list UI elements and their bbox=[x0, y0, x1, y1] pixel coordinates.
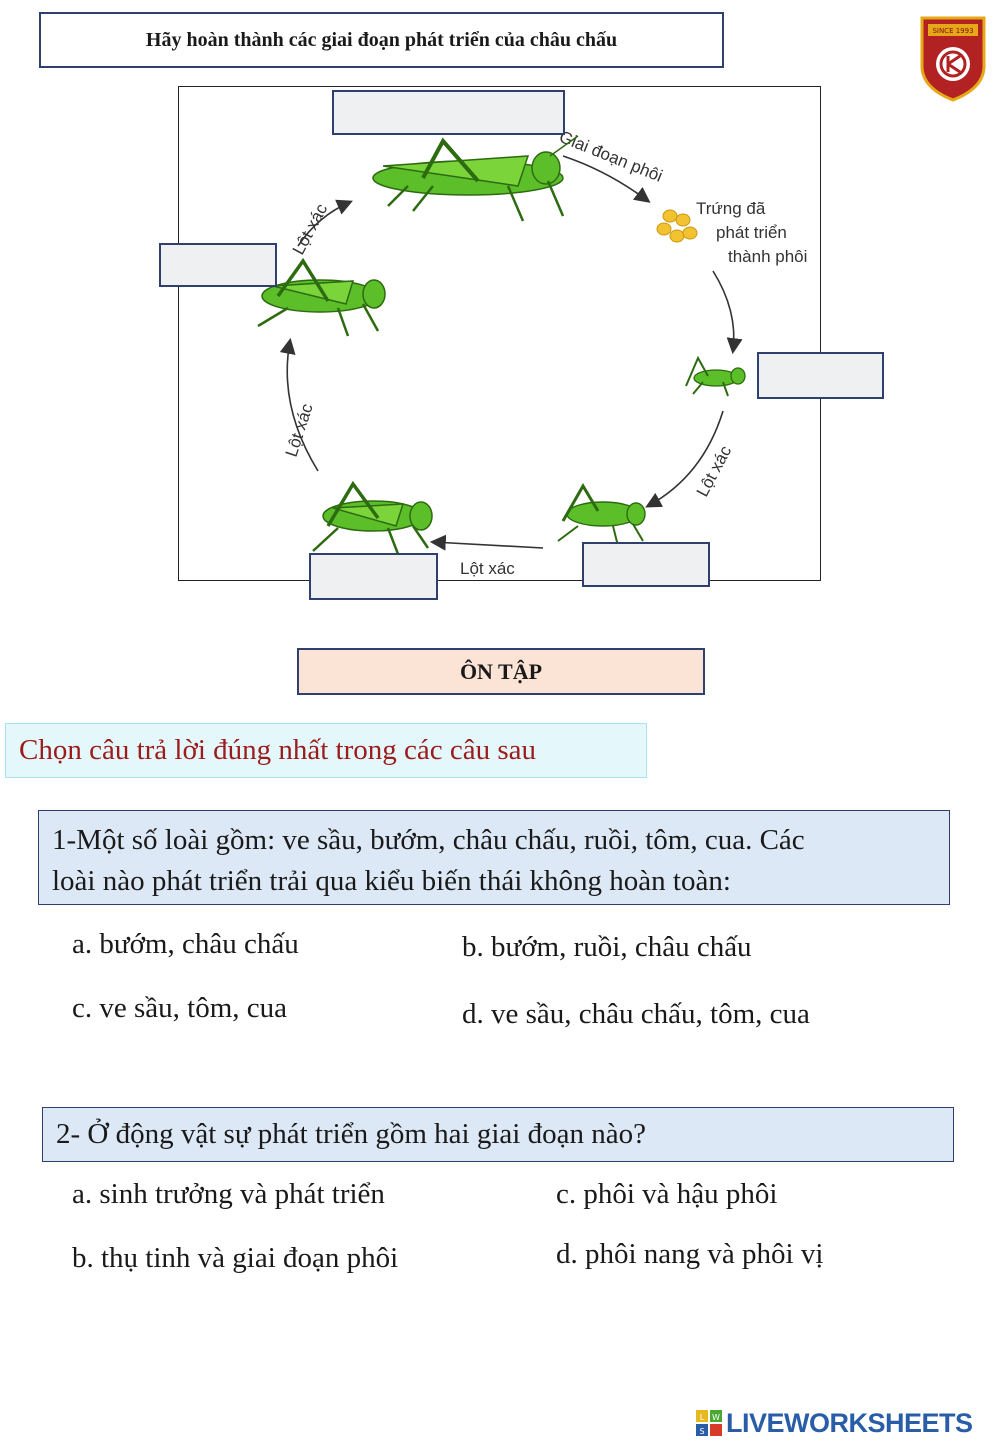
q1-option-c[interactable]: c. ve sầu, tôm, cua bbox=[72, 992, 288, 1024]
school-logo: SINCE 1993 bbox=[920, 16, 986, 102]
question-1-line2: loài nào phát triển trải qua kiểu biến t… bbox=[52, 865, 731, 897]
label-egg-line1: Trứng đã bbox=[696, 199, 766, 218]
answer-field-left[interactable] bbox=[159, 243, 277, 287]
arrow-egg-to-nymph bbox=[712, 270, 743, 355]
liveworksheets-brand-text: LIVEWORKSHEETS bbox=[726, 1407, 973, 1438]
answer-field-bottom-right[interactable] bbox=[582, 542, 710, 587]
label-molt-right: Lột xác bbox=[693, 442, 736, 500]
q1-option-d[interactable]: d. ve sầu, châu chấu, tôm, cua bbox=[462, 998, 810, 1030]
question-2: 2- Ở động vật sự phát triển gồm hai giai… bbox=[42, 1107, 954, 1162]
label-molt-bottom: Lột xác bbox=[460, 559, 515, 578]
svg-text:S: S bbox=[699, 1427, 704, 1436]
arrow-nymph2-to-nymph3 bbox=[429, 534, 544, 551]
label-molt-left: Lột xác bbox=[282, 401, 317, 459]
liveworksheets-icon: L W S bbox=[696, 1410, 722, 1436]
answer-input-right[interactable] bbox=[759, 354, 882, 397]
answer-input-bottom-right[interactable] bbox=[584, 544, 708, 585]
instruction-banner: Chọn câu trả lời đúng nhất trong các câu… bbox=[5, 723, 647, 778]
liveworksheets-logo[interactable]: L W S LIVEWORKSHEETS bbox=[696, 1402, 973, 1444]
answer-field-right[interactable] bbox=[757, 352, 884, 399]
nymph-stage4-illustration bbox=[257, 257, 386, 337]
question-2-text: 2- Ở động vật sự phát triển gồm hai giai… bbox=[56, 1118, 646, 1150]
q2-option-c[interactable]: c. phôi và hậu phôi bbox=[556, 1178, 778, 1210]
life-cycle-illustration: Giai đoạn phôi Trứng đã phát triển thành… bbox=[257, 127, 807, 578]
arrow-embryo bbox=[562, 155, 651, 203]
worksheet-title: Hãy hoàn thành các giai đoạn phát triển … bbox=[39, 12, 724, 68]
nymph-stage3-illustration bbox=[312, 480, 433, 555]
arrow-nymph1-to-nymph2 bbox=[645, 410, 724, 508]
svg-text:W: W bbox=[712, 1413, 720, 1422]
q1-option-b[interactable]: b. bướm, ruồi, châu chấu bbox=[462, 931, 752, 963]
label-egg-line3: thành phôi bbox=[728, 247, 807, 266]
answer-input-top[interactable] bbox=[334, 92, 563, 133]
nymph-stage2-illustration bbox=[557, 483, 646, 547]
adult-grasshopper-illustration bbox=[372, 135, 579, 222]
label-molt-topleft: Lột xác bbox=[289, 200, 332, 258]
label-egg-line2: phát triển bbox=[716, 223, 787, 242]
question-1-line1: 1-Một số loài gồm: ve sầu, bướm, châu ch… bbox=[52, 824, 805, 856]
q2-option-d[interactable]: d. phôi nang và phôi vị bbox=[556, 1238, 824, 1270]
svg-text:L: L bbox=[700, 1413, 705, 1422]
answer-input-left[interactable] bbox=[161, 245, 275, 285]
q2-option-a[interactable]: a. sinh trưởng và phát triển bbox=[72, 1178, 385, 1210]
q2-option-b[interactable]: b. thụ tinh và giai đoạn phôi bbox=[72, 1242, 399, 1274]
arrow-nymph4-to-adult bbox=[297, 199, 353, 247]
review-heading: ÔN TẬP bbox=[297, 648, 705, 695]
q1-option-a[interactable]: a. bướm, châu chấu bbox=[72, 928, 299, 960]
answer-field-bottom-left[interactable] bbox=[309, 553, 438, 600]
nymph-stage1-illustration bbox=[685, 355, 746, 397]
question-1: 1-Một số loài gồm: ve sầu, bướm, châu ch… bbox=[38, 810, 950, 905]
answer-field-top[interactable] bbox=[332, 90, 565, 135]
eggs-illustration bbox=[656, 209, 698, 243]
answer-input-bottom-left[interactable] bbox=[311, 555, 436, 598]
svg-text:SINCE 1993: SINCE 1993 bbox=[932, 27, 973, 35]
arrow-nymph3-to-nymph4 bbox=[279, 337, 319, 472]
